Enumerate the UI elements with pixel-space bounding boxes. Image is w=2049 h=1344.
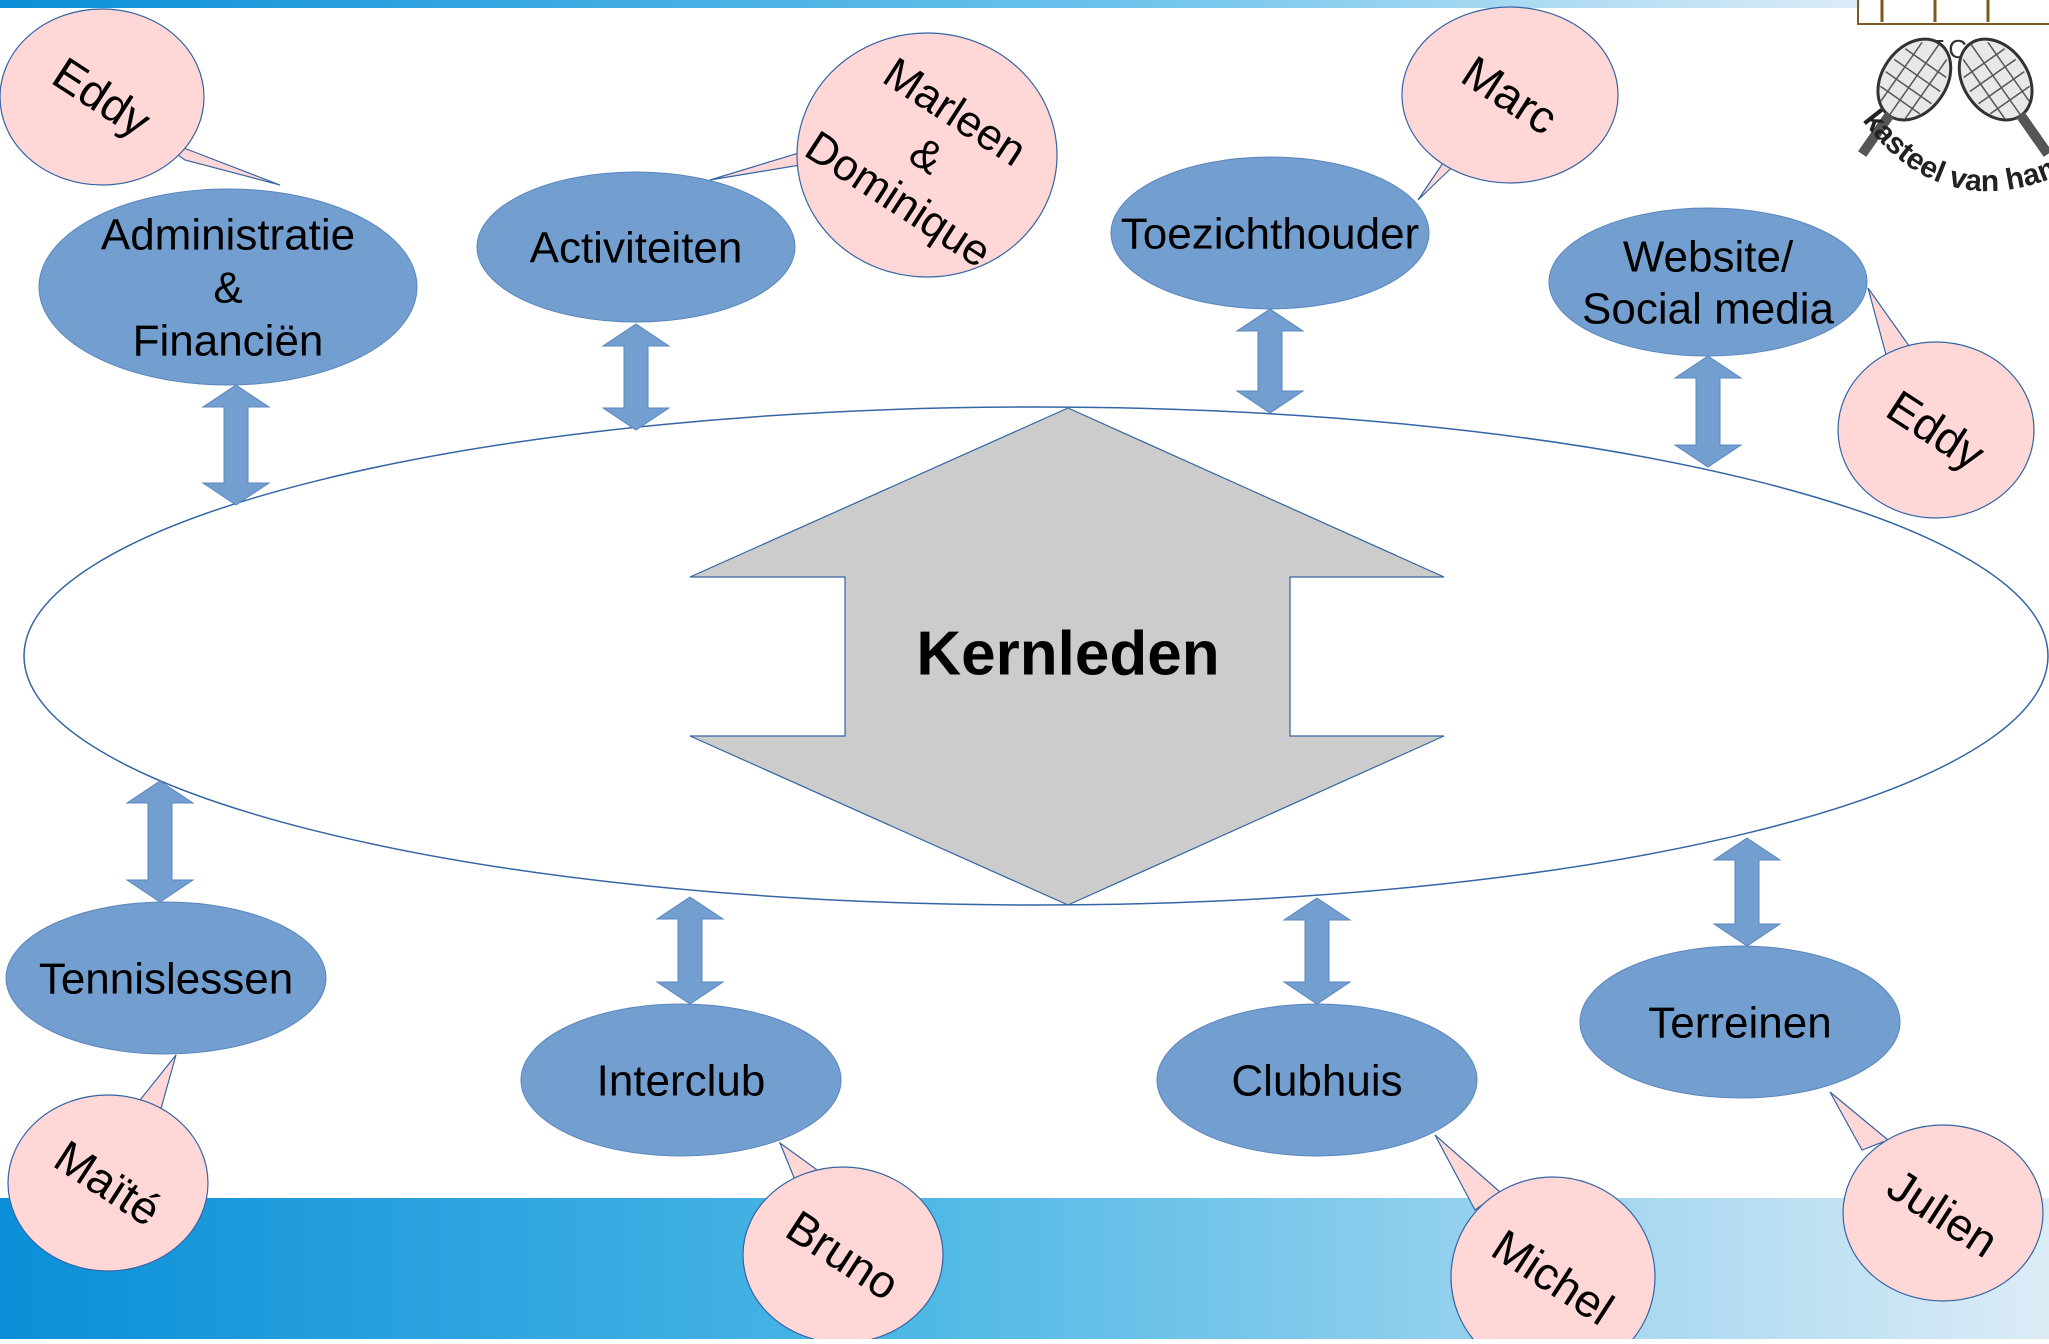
- club-logo: T.C. kasteel van ham: [1856, 0, 2049, 198]
- callout-bubble: [0, 8, 205, 186]
- connector-double-arrow: [125, 780, 195, 903]
- role-ellipse: [476, 171, 796, 323]
- role-node-interclub: Interclub: [520, 1003, 842, 1157]
- role-label-line: Interclub: [597, 1056, 766, 1105]
- role-node-website: Website/Social media: [1548, 207, 1868, 357]
- role-label: Website/Social media: [1582, 232, 1834, 333]
- person-bubble-eddy-1: Eddy: [0, 8, 281, 186]
- person-bubble-marc: Marc: [1401, 6, 1619, 201]
- connector-arrows: [125, 308, 1782, 1005]
- role-node-terreinen: Terreinen: [1579, 945, 1901, 1099]
- role-label-line: Terreinen: [1648, 998, 1831, 1047]
- role-label-line: Clubhuis: [1231, 1056, 1402, 1105]
- role-label-line: Tennislessen: [39, 954, 293, 1003]
- role-label-line: &: [213, 263, 242, 312]
- top-band: [0, 0, 1860, 8]
- role-ellipse: [38, 188, 418, 386]
- logo-racket-right-icon: [1957, 37, 2049, 157]
- person-bubble-michel: Michel: [1434, 1134, 1656, 1344]
- logo-building: [1857, 0, 2049, 25]
- role-label-line: Activiteiten: [530, 223, 743, 272]
- role-label: Administratie&Financiën: [101, 210, 355, 365]
- person-bubble-julien: Julien: [1829, 1091, 2044, 1302]
- role-label: Toezichthouder: [1121, 209, 1419, 258]
- role-ellipse: [5, 901, 327, 1055]
- bottom-band: [0, 1198, 2049, 1339]
- callout-bubble: [7, 1094, 209, 1272]
- callout-bubble: [1842, 1124, 2044, 1302]
- connector-double-arrow: [1235, 308, 1305, 414]
- role-ellipse: [1110, 156, 1430, 310]
- role-ellipse: [1548, 207, 1868, 357]
- role-ellipse: [520, 1003, 842, 1157]
- person-bubble-bruno: Bruno: [742, 1141, 944, 1344]
- person-bubble-eddy-2: Eddy: [1837, 287, 2035, 519]
- connector-double-arrow: [1712, 837, 1782, 947]
- connector-double-arrow: [1282, 897, 1352, 1005]
- role-label: Clubhuis: [1231, 1056, 1402, 1105]
- person-bubble-marleen-dominique: Marleen&Dominique: [709, 32, 1058, 278]
- role-label-line: Social media: [1582, 284, 1834, 333]
- connector-double-arrow: [601, 323, 671, 431]
- role-label: Terreinen: [1648, 998, 1831, 1047]
- callout-bubble: [1450, 1176, 1656, 1344]
- logo-racket-left-icon: [1858, 37, 1953, 157]
- role-label-line: Administratie: [101, 210, 355, 259]
- role-node-toezichthouder: Toezichthouder: [1110, 156, 1430, 310]
- role-node-activiteiten: Activiteiten: [476, 171, 796, 323]
- callout-tail: [1829, 1091, 1890, 1151]
- connector-double-arrow: [201, 384, 271, 506]
- center-label: Kernleden: [916, 619, 1219, 688]
- role-label: Interclub: [597, 1056, 766, 1105]
- role-ellipse: [1156, 1003, 1478, 1157]
- role-label: Tennislessen: [39, 954, 293, 1003]
- callout-bubble: [796, 32, 1058, 278]
- connector-double-arrow: [655, 896, 725, 1005]
- connector-double-arrow: [1673, 355, 1743, 468]
- role-node-tennislessen: Tennislessen: [5, 901, 327, 1055]
- person-bubble-maite: Maïté: [7, 1054, 209, 1272]
- role-ellipse: [1579, 945, 1901, 1099]
- callout-bubble: [1401, 6, 1619, 184]
- role-node-clubhuis: Clubhuis: [1156, 1003, 1478, 1157]
- role-label-line: Website/: [1623, 232, 1794, 281]
- role-label: Activiteiten: [530, 223, 743, 272]
- role-node-administratie: Administratie&Financiën: [38, 188, 418, 386]
- callout-bubble: [1837, 341, 2035, 519]
- center-double-arrow: [689, 407, 1445, 906]
- role-nodes: Administratie&Financiën Activiteiten Toezi…: [5, 156, 1901, 1157]
- role-label-line: Toezichthouder: [1121, 209, 1419, 258]
- role-label-line: Financiën: [133, 316, 324, 365]
